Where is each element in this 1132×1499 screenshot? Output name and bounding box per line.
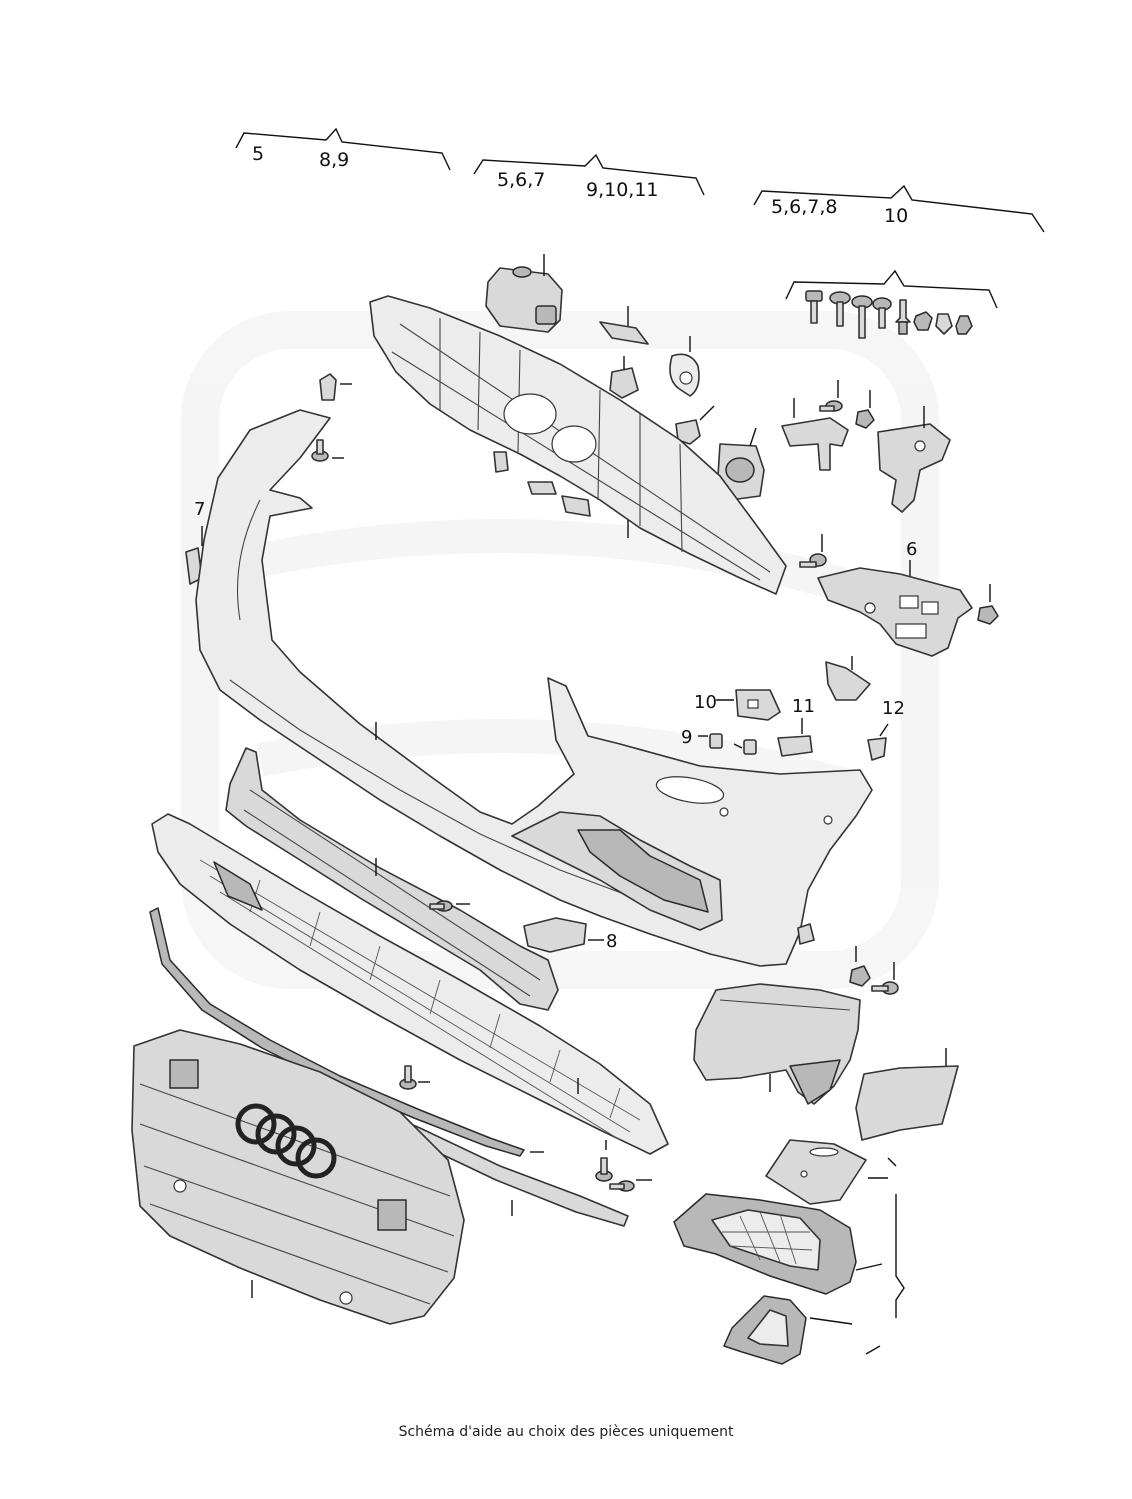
nut-icon bbox=[977, 584, 999, 625]
screw-icon bbox=[609, 1179, 652, 1192]
mounting-plate bbox=[599, 306, 649, 345]
group-bracket-right: 5,6,7,8 10 bbox=[753, 184, 1045, 233]
clip-bracket bbox=[675, 405, 715, 445]
bolt-icon bbox=[799, 534, 827, 568]
clip-icon bbox=[319, 373, 352, 401]
brand-rings-emblem bbox=[235, 1103, 337, 1179]
bolt-icon bbox=[805, 290, 823, 324]
callout-11: 11 bbox=[792, 696, 815, 717]
fog-lamp-cover bbox=[765, 1139, 888, 1205]
bolt-icon bbox=[851, 295, 873, 339]
callout-7: 7 bbox=[194, 499, 205, 520]
screw-icon bbox=[871, 962, 899, 995]
group-bracket-left: 5 8,9 bbox=[235, 127, 451, 171]
screw-icon bbox=[311, 439, 344, 462]
sensor-bracket-right bbox=[877, 406, 951, 513]
bumper-cover bbox=[195, 409, 873, 967]
clip-icon bbox=[935, 313, 953, 335]
group-label-middle-b: 9,10,11 bbox=[586, 179, 659, 201]
nut-icon bbox=[913, 311, 933, 331]
radar-sensor-housing bbox=[485, 254, 563, 333]
callout-11-group: 11 bbox=[777, 696, 815, 757]
side-guide-bracket: 6 bbox=[817, 539, 973, 657]
bolt-icon bbox=[829, 291, 851, 327]
sensor-bracket-left bbox=[781, 398, 849, 471]
clip-icon bbox=[797, 923, 815, 945]
callout-9: 9 bbox=[681, 727, 692, 748]
radar-sensor bbox=[717, 427, 765, 501]
group-label-right-b: 10 bbox=[884, 205, 908, 227]
clip-icon bbox=[895, 299, 911, 335]
group-bracket-middle: 5,6,7 9,10,11 bbox=[473, 153, 705, 201]
bolt-icon bbox=[819, 380, 843, 412]
lower-carrier-strip bbox=[225, 747, 559, 1011]
footer-caption: Schéma d'aide au choix des pièces unique… bbox=[398, 1424, 734, 1440]
clip-icon bbox=[955, 315, 973, 335]
right-group-bracket bbox=[865, 1157, 905, 1355]
honeycomb-insert bbox=[673, 1193, 883, 1295]
callout-10: 10 bbox=[694, 692, 717, 713]
screw-icon bbox=[429, 900, 470, 912]
nut-icon bbox=[855, 390, 875, 429]
guide-clip bbox=[493, 451, 591, 517]
front-grille bbox=[131, 1029, 465, 1325]
lower-grille bbox=[151, 813, 669, 1155]
callout-10-group: 10 bbox=[694, 689, 781, 721]
group-label-right-a: 5,6,7,8 bbox=[771, 196, 837, 218]
callout-8: 8 bbox=[606, 931, 617, 952]
group-label-left-b: 8,9 bbox=[319, 149, 349, 171]
gasket-ring bbox=[669, 336, 700, 397]
side-cover bbox=[855, 1048, 959, 1141]
bolt-icon bbox=[872, 297, 892, 329]
callout-12-group: 12 bbox=[825, 656, 905, 761]
lower-vent-cover bbox=[723, 1295, 853, 1365]
callout-12: 12 bbox=[882, 698, 905, 719]
fastener-set bbox=[805, 290, 973, 339]
group-label-middle-a: 5,6,7 bbox=[497, 169, 545, 191]
nut-icon bbox=[849, 946, 871, 987]
callout-9-group: 9 bbox=[681, 727, 757, 755]
callout-6: 6 bbox=[906, 539, 917, 560]
spoiler-lip bbox=[149, 907, 525, 1157]
callout-8-group: 8 bbox=[523, 917, 617, 953]
screw-icon bbox=[595, 1140, 613, 1182]
group-bracket-fasteners bbox=[785, 269, 998, 309]
group-label-left-a: 5 bbox=[252, 143, 264, 165]
bumper-carrier-frame bbox=[369, 295, 787, 595]
screw-icon bbox=[399, 1065, 430, 1090]
small-bracket bbox=[609, 356, 639, 399]
air-duct-housing bbox=[693, 983, 861, 1105]
